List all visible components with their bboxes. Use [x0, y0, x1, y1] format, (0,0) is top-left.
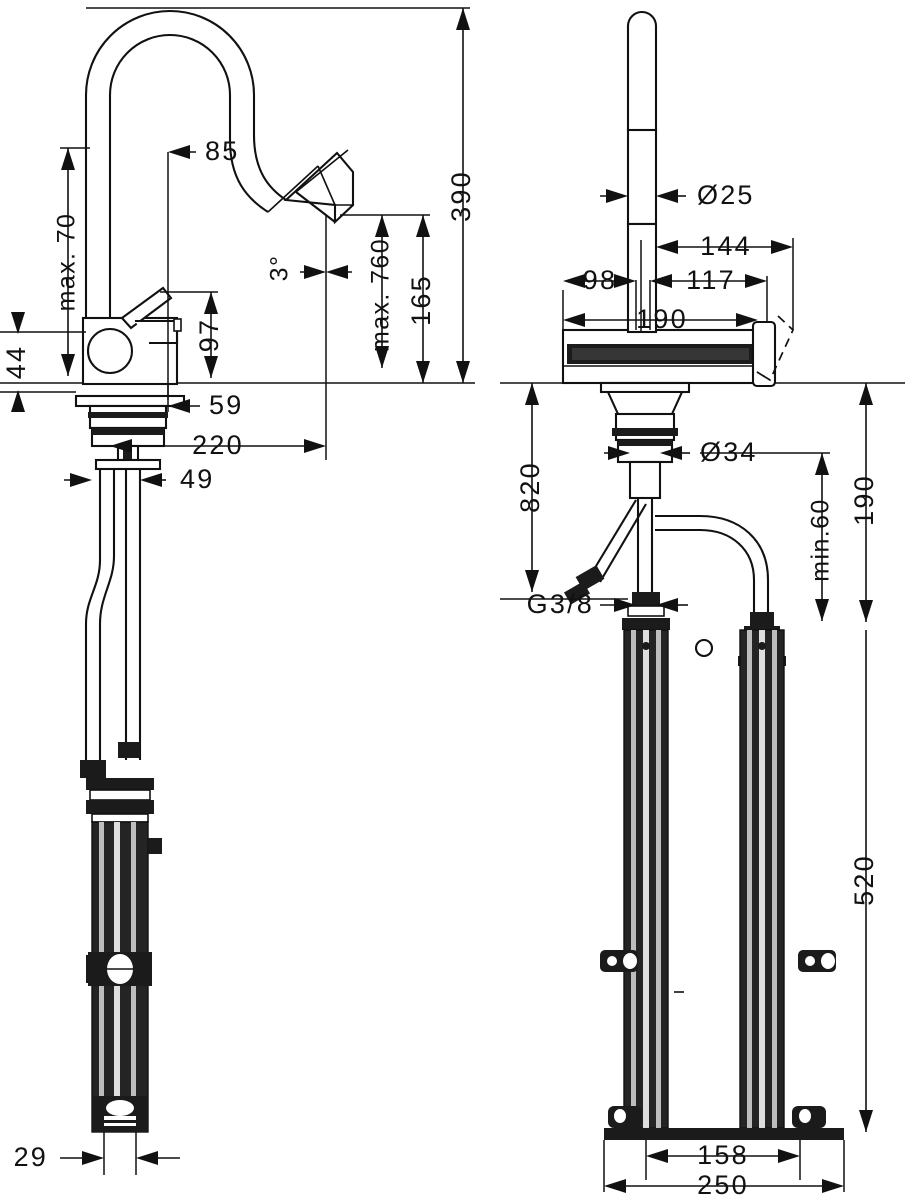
dimension-label-520: 520: [849, 854, 879, 906]
hose-coupling-left: [627, 592, 665, 617]
hose-weight-collar: [88, 952, 152, 986]
dimension-390: 390: [86, 7, 476, 383]
dimension-44: 44: [0, 312, 86, 412]
spout-gooseneck: [84, 10, 355, 340]
dimension-820: 820: [500, 383, 628, 600]
hose-clamp-right: [798, 950, 836, 972]
deck-escutcheon-front: [599, 381, 691, 464]
hose-fittings: [80, 742, 154, 823]
dimension-max70: max. 70: [53, 147, 90, 376]
dimension-dia34: Ø34: [604, 437, 758, 467]
spout-front-column: [626, 11, 658, 226]
dimension-label-85: 85: [205, 136, 239, 166]
dimension-label-117: 117: [686, 265, 736, 295]
twin-hose-shafts: [600, 618, 836, 1129]
dimension-label-144: 144: [700, 231, 752, 261]
dimension-label-3deg: 3°: [266, 255, 294, 282]
mounting-lug-left: [608, 1106, 642, 1128]
pull-down-hose-shaft: [86, 821, 162, 1133]
view-front-elevation: Ø25 144 98 117: [500, 11, 905, 1200]
supply-hose-upper: [84, 469, 142, 760]
dimension-dia25: Ø25: [600, 180, 755, 210]
view-side-elevation: 390 165 max. 760 3°: [0, 7, 476, 1175]
dimension-max760: max. 760: [367, 215, 395, 368]
dimension-label-220: 220: [192, 430, 244, 460]
dimension-label-min60: min.60: [807, 498, 835, 581]
dimension-520: 520: [849, 630, 879, 1132]
dimension-label-44: 44: [1, 345, 31, 379]
hose-clamp-left: [600, 950, 638, 972]
faucet-body-front: [561, 222, 760, 385]
dimension-label-98: 98: [583, 265, 617, 295]
dimension-label-190-top: 190: [636, 304, 688, 334]
dimension-59: 59: [167, 383, 243, 420]
dimension-49: 49: [64, 464, 214, 494]
dimension-label-29: 29: [14, 1142, 48, 1172]
dimension-190-right: 190: [849, 383, 879, 622]
dimension-g38: G3/8: [527, 589, 688, 619]
lever-handle-front: [751, 315, 795, 388]
hose-end-cap: [92, 1096, 148, 1132]
dimension-98: 98: [562, 265, 637, 330]
dimension-label-49: 49: [180, 464, 214, 494]
dimension-label-max760: max. 760: [367, 238, 395, 352]
dimension-label-dia25: Ø25: [697, 180, 755, 210]
dimension-190-top: 190: [563, 304, 758, 334]
dimension-label-190-right: 190: [849, 474, 879, 526]
mounting-lug-right: [792, 1106, 826, 1128]
threaded-shank: [628, 460, 662, 500]
dimension-min60: min.60: [700, 452, 835, 621]
dimension-85: 85: [167, 136, 239, 400]
dimension-label-97: 97: [194, 318, 224, 352]
hose-clip: [148, 838, 162, 854]
dimension-label-59: 59: [209, 390, 243, 420]
valve-body: [81, 286, 182, 386]
dimension-220: 220: [110, 430, 326, 460]
dimension-97: 97: [160, 291, 224, 378]
dimension-117: 117: [649, 265, 768, 330]
base-plate: [604, 1106, 844, 1140]
dimension-label-165: 165: [406, 274, 436, 326]
dimension-158: 158: [645, 1140, 801, 1180]
dimension-label-390: 390: [446, 170, 476, 222]
dimension-label-dia34: Ø34: [700, 437, 758, 467]
dimension-165: 165: [340, 214, 436, 383]
dimension-label-250: 250: [697, 1170, 749, 1200]
dimension-label-158: 158: [697, 1140, 749, 1170]
dimension-label-820: 820: [515, 461, 545, 513]
dimension-250: 250: [603, 1140, 845, 1200]
dimension-label-g38: G3/8: [527, 589, 594, 619]
dimension-29: 29: [14, 1132, 180, 1175]
dimension-144: 144: [655, 231, 794, 330]
dimension-3deg: 3°: [266, 255, 352, 282]
deck-mounting-flange: [74, 394, 186, 471]
dimension-label-max70: max. 70: [53, 213, 81, 312]
